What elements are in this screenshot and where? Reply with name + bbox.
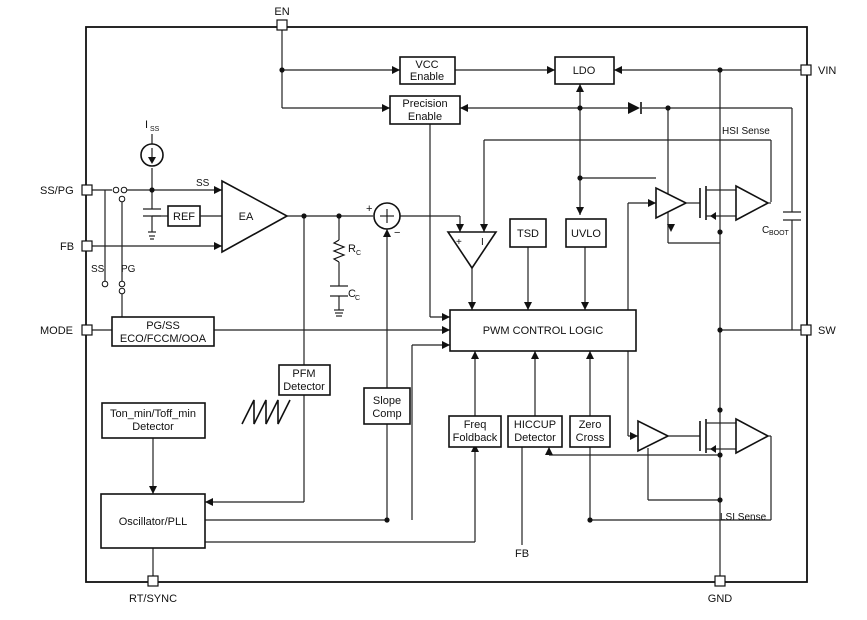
hiccup-detector-block: HICCUP Detector xyxy=(507,415,563,448)
svg-text:ECO/FCCM/OOA: ECO/FCCM/OOA xyxy=(120,333,207,345)
uvlo-block: UVLO xyxy=(565,218,607,248)
svg-text:Enable: Enable xyxy=(410,71,444,83)
svg-text:PWM CONTROL LOGIC: PWM CONTROL LOGIC xyxy=(483,325,604,337)
svg-text:Zero: Zero xyxy=(579,419,602,431)
junction-dots xyxy=(149,67,723,523)
svg-text:Foldback: Foldback xyxy=(453,432,498,444)
svg-text:REF: REF xyxy=(173,211,195,223)
svg-text:VCC: VCC xyxy=(415,59,438,71)
ss-pg-pin-label: SS/PG xyxy=(40,185,74,197)
high-side-mosfet xyxy=(699,186,720,220)
svg-text:C: C xyxy=(355,295,360,302)
vin-pin xyxy=(800,64,812,76)
svg-text:Enable: Enable xyxy=(408,111,442,123)
svg-text:Ton_min/Toff_min: Ton_min/Toff_min xyxy=(110,408,196,420)
freq-foldback-block: Freq Foldback xyxy=(448,415,502,448)
svg-text:Comp: Comp xyxy=(372,408,401,420)
gnd-pin-label: GND xyxy=(708,593,733,605)
svg-text:BOOT: BOOT xyxy=(769,230,790,237)
svg-text:I: I xyxy=(481,237,484,248)
pg-ss-block: PG/SS ECO/FCCM/OOA xyxy=(111,316,215,347)
low-side-mosfet xyxy=(699,419,720,453)
low-side-driver xyxy=(637,419,700,453)
rc-resistor: R C xyxy=(332,239,361,263)
pwm-comparator: + I xyxy=(446,231,498,270)
sw-pin-label: SW xyxy=(818,325,836,337)
high-side-driver xyxy=(655,186,700,220)
sawtooth-symbol xyxy=(241,399,291,425)
svg-text:+: + xyxy=(456,237,462,248)
pfm-detector-block: PFM Detector xyxy=(278,364,331,396)
hsi-sense-amp xyxy=(720,184,771,222)
ss-wire-label: SS xyxy=(196,178,210,189)
en-pin xyxy=(276,19,288,31)
svg-text:LDO: LDO xyxy=(573,65,596,77)
lsi-sense-amp xyxy=(720,417,771,455)
svg-text:Detector: Detector xyxy=(514,432,556,444)
lsi-sense-label: LSI Sense xyxy=(720,512,767,523)
svg-text:TSD: TSD xyxy=(517,228,539,240)
zero-cross-block: Zero Cross xyxy=(569,415,611,448)
precision-enable-block: Precision Enable xyxy=(389,95,461,125)
vin-pin-label: VIN xyxy=(818,65,836,77)
svg-text:C: C xyxy=(356,250,361,257)
mode-pin xyxy=(81,324,93,336)
svg-text:EA: EA xyxy=(239,211,254,223)
en-pin-label: EN xyxy=(274,6,289,18)
oscillator-pll-block: Oscillator/PLL xyxy=(100,493,206,549)
arrowheads xyxy=(149,66,675,506)
svg-text:Cross: Cross xyxy=(576,432,605,444)
ss-pg-pin xyxy=(81,184,93,196)
gnd-pin xyxy=(714,575,726,587)
fb-pin-label: FB xyxy=(60,241,74,253)
switch-contacts xyxy=(101,186,128,295)
ea-amplifier: EA xyxy=(221,179,289,254)
wires xyxy=(92,26,801,582)
svg-text:PG/SS: PG/SS xyxy=(146,320,180,332)
svg-text:R: R xyxy=(348,243,356,255)
svg-text:PFM: PFM xyxy=(292,368,315,380)
cc-capacitor: C C xyxy=(330,285,360,317)
rt-sync-pin xyxy=(147,575,159,587)
svg-text:Slope: Slope xyxy=(373,395,401,407)
fb-pin xyxy=(81,240,93,252)
ldo-block: LDO xyxy=(554,56,615,85)
cboot-capacitor: C BOOT xyxy=(762,211,801,237)
svg-text:C: C xyxy=(348,288,356,300)
svg-text:C: C xyxy=(762,225,769,236)
vcc-enable-block: VCC Enable xyxy=(399,56,456,85)
svg-text:SS: SS xyxy=(150,126,160,133)
pwm-control-logic-block: PWM CONTROL LOGIC xyxy=(449,309,637,352)
sw-pin xyxy=(800,324,812,336)
tsd-block: TSD xyxy=(509,218,547,248)
pg-switch-label: PG xyxy=(121,264,136,275)
ss-switch-label: SS xyxy=(91,264,105,275)
pin-labels: EN VIN SS/PG FB MODE SW RT/SYNC GND FB xyxy=(40,6,836,605)
sum-plus-label: + xyxy=(366,203,372,215)
sum-minus-label: − xyxy=(394,227,400,239)
svg-text:Precision: Precision xyxy=(402,98,447,110)
svg-text:Oscillator/PLL: Oscillator/PLL xyxy=(119,516,187,528)
chip-boundary xyxy=(85,26,808,583)
fb-bottom-label: FB xyxy=(515,548,529,560)
hsi-sense-label: HSI Sense xyxy=(722,126,770,137)
ton-toff-detector-block: Ton_min/Toff_min Detector xyxy=(101,402,206,439)
iss-current-source: I SS xyxy=(140,119,164,167)
ref-block: REF xyxy=(167,205,222,227)
svg-text:HICCUP: HICCUP xyxy=(514,419,556,431)
svg-text:Freq: Freq xyxy=(464,419,487,431)
rt-sync-pin-label: RT/SYNC xyxy=(129,593,177,605)
ss-capacitor xyxy=(143,208,161,217)
svg-text:Detector: Detector xyxy=(132,421,174,433)
summing-junction: + − xyxy=(366,202,401,239)
svg-text:UVLO: UVLO xyxy=(571,228,601,240)
slope-comp-block: Slope Comp xyxy=(363,387,411,425)
svg-text:Detector: Detector xyxy=(283,381,325,393)
svg-text:I: I xyxy=(145,119,148,131)
bootstrap-diode xyxy=(628,102,642,114)
mode-pin-label: MODE xyxy=(40,325,73,337)
pins xyxy=(81,19,812,587)
